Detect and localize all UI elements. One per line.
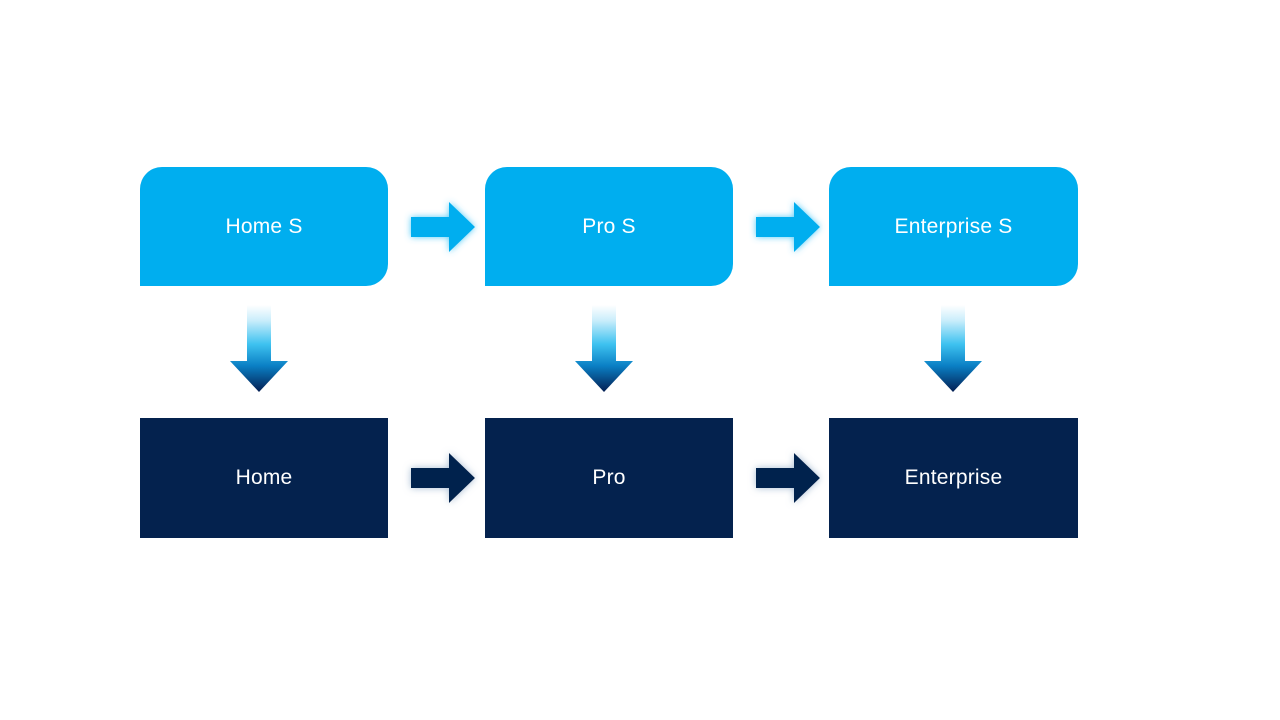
node-pro-s[interactable]: Pro S — [485, 167, 733, 286]
arrow-down-icon-enterprise-s-to-enterprise — [921, 303, 985, 395]
node-enterprise[interactable]: Enterprise — [829, 418, 1078, 538]
node-home[interactable]: Home — [140, 418, 388, 538]
node-enterprise-s[interactable]: Enterprise S — [829, 167, 1078, 286]
arrow-right-icon-home-to-pro — [408, 447, 478, 509]
arrow-right-icon-home-s-to-pro-s — [408, 196, 478, 258]
arrow-right-icon-pro-s-to-enterprise-s — [753, 196, 823, 258]
node-pro[interactable]: Pro — [485, 418, 733, 538]
node-label: Enterprise — [904, 466, 1003, 490]
node-home-s[interactable]: Home S — [140, 167, 388, 286]
arrow-down-icon-home-s-to-home — [227, 303, 291, 395]
node-label: Pro — [592, 466, 626, 490]
node-label: Pro S — [582, 214, 636, 238]
arrow-right-icon-pro-to-enterprise — [753, 447, 823, 509]
node-label: Enterprise S — [894, 214, 1013, 238]
arrow-down-icon-pro-s-to-pro — [572, 303, 636, 395]
node-label: Home — [235, 466, 293, 490]
node-label: Home S — [225, 214, 303, 238]
